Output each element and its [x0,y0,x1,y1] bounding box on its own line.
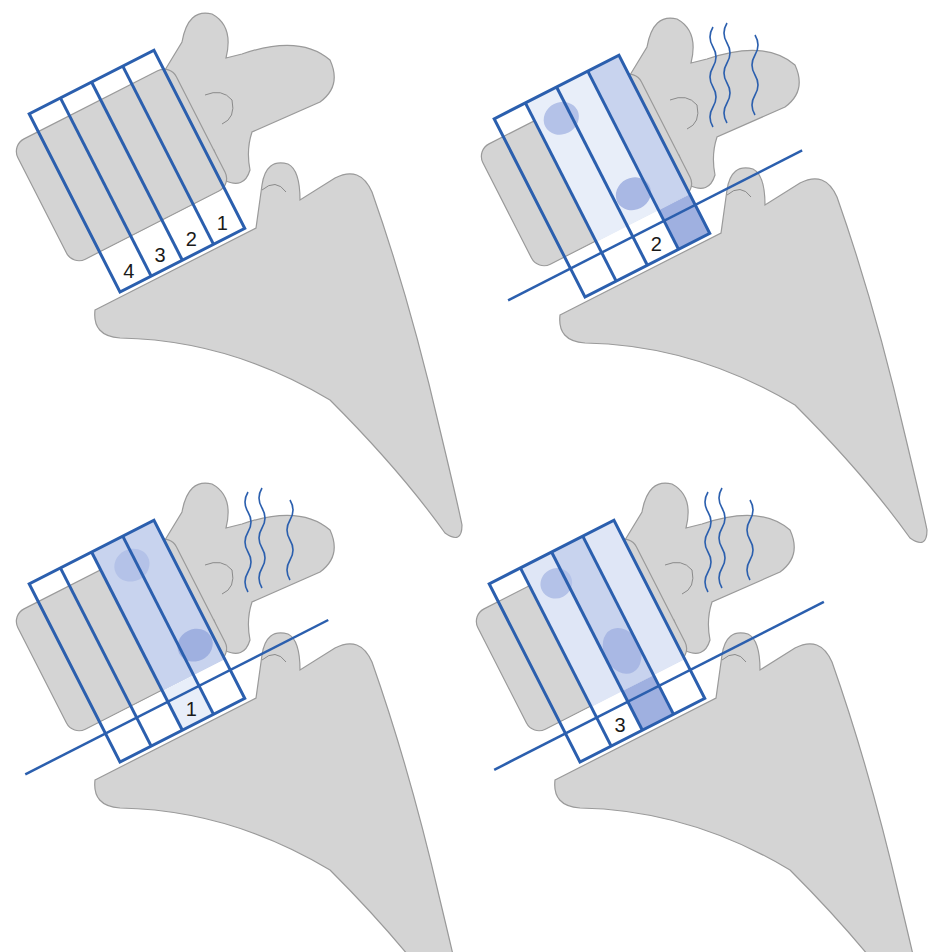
callout-number: 2 [186,229,197,249]
callout-number: 1 [186,699,197,719]
callout-number: 3 [154,245,165,265]
callout-number: 4 [123,261,134,281]
callout-number: 2 [651,234,662,254]
callout-number: 3 [614,715,625,735]
callout-number: 1 [217,213,228,233]
